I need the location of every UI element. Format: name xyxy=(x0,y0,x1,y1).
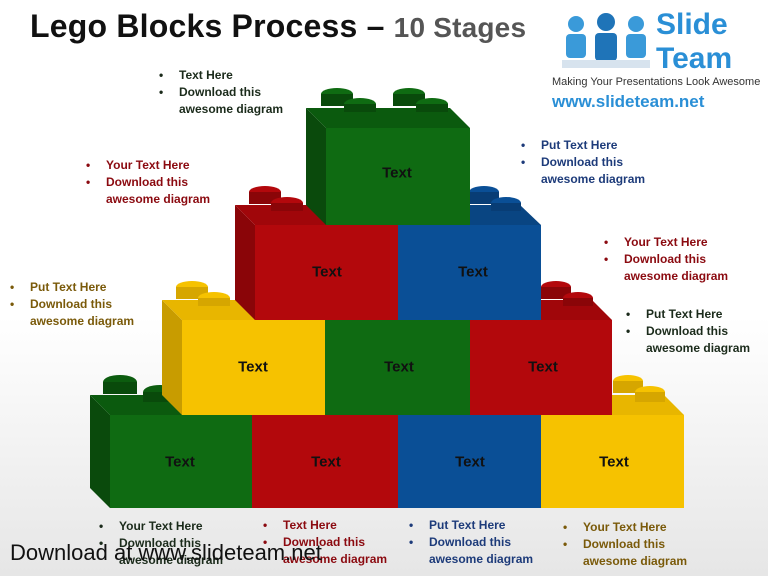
block-label-8: Text xyxy=(312,263,342,281)
callout-right-middle-line2: Download this xyxy=(600,251,728,268)
callout-bottom-4: Your Text Here Download this awesome dia… xyxy=(559,519,687,570)
logo-name-line1: Slide xyxy=(656,8,728,41)
callout-bottom-1: Your Text Here Download this awesome dia… xyxy=(95,518,223,569)
logo-name-line2: Team xyxy=(656,42,733,75)
callout-bottom-4-line1: Your Text Here xyxy=(559,519,687,536)
callout-bottom-2: Text Here Download this awesome diagram xyxy=(259,517,387,568)
lego-block-3 xyxy=(398,415,541,508)
lego-block-10 xyxy=(306,88,470,225)
callout-left-lower-line1: Put Text Here xyxy=(6,279,134,296)
lego-block-9 xyxy=(398,186,541,320)
lego-block-5 xyxy=(162,281,325,415)
callout-bottom-2-line1: Text Here xyxy=(259,517,387,534)
callout-right-lower: Put Text Here Download this awesome diag… xyxy=(622,306,750,357)
download-link[interactable]: Download at www.slideteam.net xyxy=(10,540,322,565)
block-label-5: Text xyxy=(238,358,268,376)
lego-block-7 xyxy=(470,281,612,415)
block-label-7: Text xyxy=(528,358,558,376)
callout-right-middle-line1: Your Text Here xyxy=(600,234,728,251)
callout-bottom-4-line2: Download this xyxy=(559,536,687,553)
callout-right-lower-line3: awesome diagram xyxy=(646,341,751,355)
callout-bottom-3-line1: Put Text Here xyxy=(405,517,533,534)
block-label-3: Text xyxy=(455,453,485,471)
block-label-4: Text xyxy=(599,453,629,471)
callout-bottom-2-line3: awesome diagram xyxy=(283,552,388,566)
callout-bottom-1-line1: Your Text Here xyxy=(95,518,223,535)
slideteam-logo[interactable]: Slide Team Making Your Presentations Loo… xyxy=(546,6,760,114)
callout-right-top: Put Text Here Download this awesome diag… xyxy=(517,137,645,188)
callout-left-lower-line2: Download this xyxy=(6,296,134,313)
lego-block-6 xyxy=(325,320,470,415)
callout-bottom-3-line2: Download this xyxy=(405,534,533,551)
callout-bottom-3-line3: awesome diagram xyxy=(429,552,534,566)
callout-right-middle-line3: awesome diagram xyxy=(624,269,729,283)
callout-right-lower-line1: Put Text Here xyxy=(622,306,750,323)
callout-left-lower-line3: awesome diagram xyxy=(30,314,135,328)
title-main: Lego Blocks Process – xyxy=(30,8,385,44)
lego-block-4 xyxy=(541,375,684,508)
callout-left-upper: Your Text Here Download this awesome dia… xyxy=(82,157,210,208)
block-label-9: Text xyxy=(458,263,488,281)
callout-bottom-3: Put Text Here Download this awesome diag… xyxy=(405,517,533,568)
callout-left-upper-line2: Download this xyxy=(82,174,210,191)
callout-bottom-1-line3: awesome diagram xyxy=(119,553,224,567)
callout-top: Text Here Download this awesome diagram xyxy=(155,67,283,118)
logo-url[interactable]: www.slideteam.net xyxy=(552,92,705,111)
logo-tagline: Making Your Presentations Look Awesome xyxy=(552,76,761,88)
title-sub: 10 Stages xyxy=(393,12,527,43)
callout-top-line2: Download this xyxy=(155,84,283,101)
callout-bottom-4-line3: awesome diagram xyxy=(583,554,688,568)
people-logo-icon xyxy=(562,13,650,68)
slide-title: Lego Blocks Process – 10 Stages xyxy=(30,8,526,45)
callout-right-middle: Your Text Here Download this awesome dia… xyxy=(600,234,728,285)
block-label-1: Text xyxy=(165,453,195,471)
block-label-2: Text xyxy=(311,453,341,471)
callout-left-upper-line1: Your Text Here xyxy=(82,157,210,174)
callout-right-top-line3: awesome diagram xyxy=(541,172,646,186)
callout-left-upper-line3: awesome diagram xyxy=(106,192,211,206)
callout-right-top-line1: Put Text Here xyxy=(517,137,645,154)
callout-top-line1: Text Here xyxy=(155,67,283,84)
callout-right-lower-line2: Download this xyxy=(622,323,750,340)
callout-bottom-1-line2: Download this xyxy=(95,535,223,552)
callout-right-top-line2: Download this xyxy=(517,154,645,171)
block-label-6: Text xyxy=(384,358,414,376)
callout-left-lower: Put Text Here Download this awesome diag… xyxy=(6,279,134,330)
block-label-10: Text xyxy=(382,164,412,182)
callout-bottom-2-line2: Download this xyxy=(259,534,387,551)
callout-top-line3: awesome diagram xyxy=(179,102,284,116)
lego-block-2 xyxy=(252,415,398,508)
